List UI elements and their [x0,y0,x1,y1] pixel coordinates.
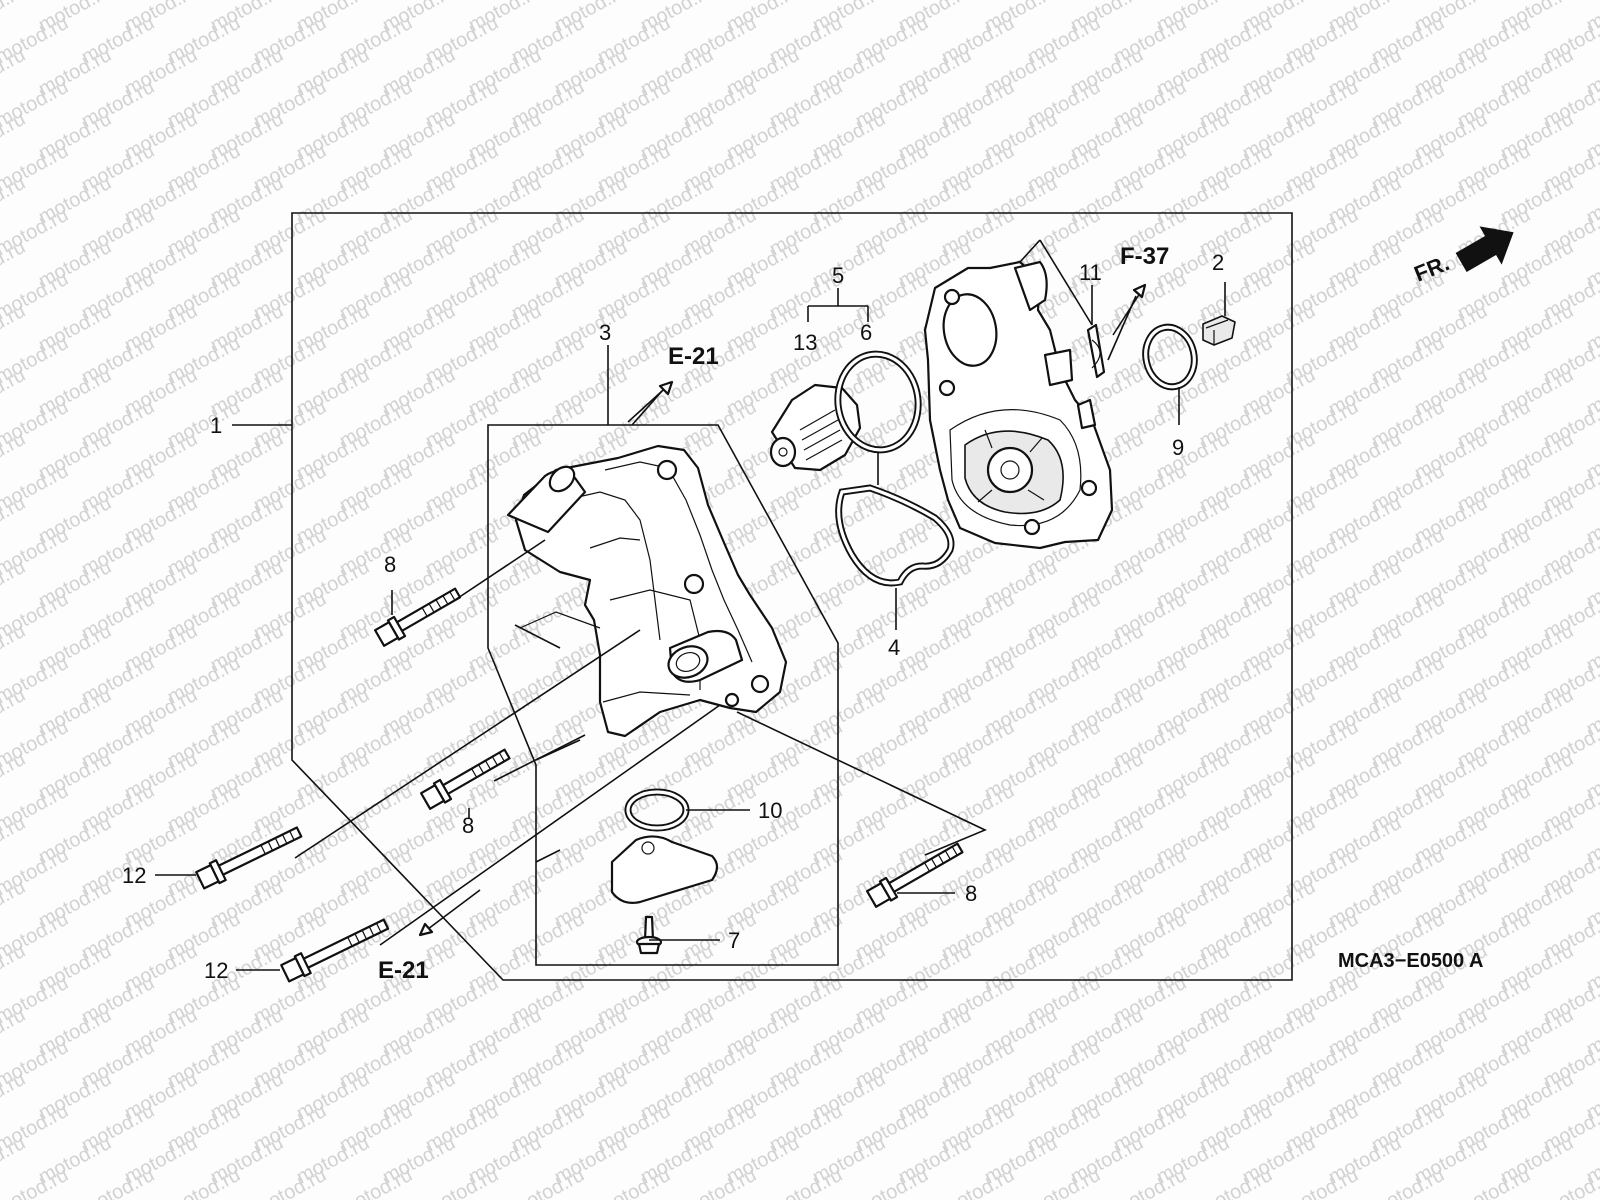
water-pump-body [923,260,1114,550]
callout-1: 1 [210,413,222,438]
callout-12b: 12 [204,958,228,983]
pump-cover [506,444,788,738]
callout-9: 9 [1172,435,1184,460]
callout-2: 2 [1212,250,1224,275]
callout-8b: 8 [462,813,474,838]
callout-5: 5 [832,263,844,288]
callout-3: 3 [599,320,611,345]
f37-arrow [1112,289,1143,336]
callout-8a: 8 [384,552,396,577]
bolt-8a [374,587,462,647]
callout-12a: 12 [122,863,146,888]
callout-10: 10 [758,798,782,823]
callout-13: 13 [793,330,817,355]
diagram-code: MCA3−E0500 A [1338,950,1483,972]
ref-e21-top: E-21 [668,343,719,370]
screw [635,915,663,955]
callout-8c: 8 [965,881,977,906]
callout-6: 6 [860,320,872,345]
bolt-12b [280,918,390,983]
cover-plate [610,835,719,904]
front-direction-label: FR. [1411,250,1453,286]
callout-4: 4 [888,635,900,660]
bolt-12a [195,826,303,890]
callout-7: 7 [728,928,740,953]
o-ring-9 [1142,323,1198,391]
bolt-8c [866,842,964,908]
ref-e21-bottom: E-21 [378,957,429,984]
front-direction-arrow-icon [1455,226,1514,273]
clip [1086,323,1106,379]
ref-f37: F-37 [1120,243,1169,270]
collar [1202,315,1236,346]
cover-gasket [835,484,955,587]
bolt-8b [420,748,511,810]
callout-11: 11 [1079,260,1102,285]
